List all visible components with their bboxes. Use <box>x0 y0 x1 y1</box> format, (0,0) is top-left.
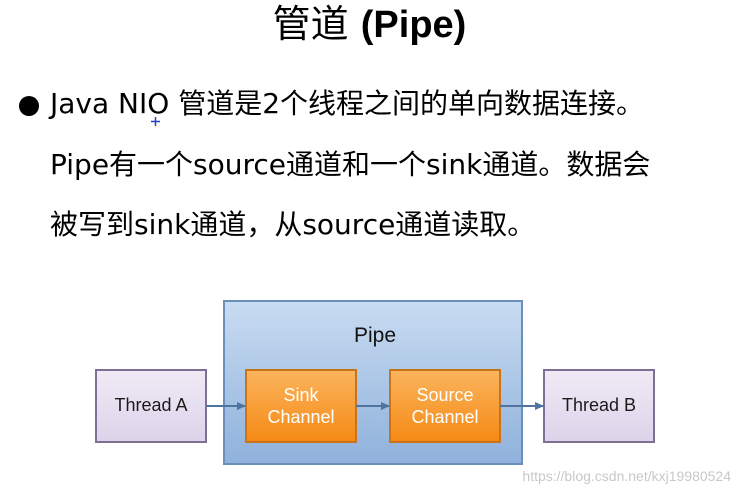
body-text-line-2: Pipe有一个source通道和一个sink通道。数据会 <box>50 148 651 181</box>
body-text-line-3: 被写到sink通道，从source通道读取。 <box>50 208 536 241</box>
thread-b-label: Thread B <box>562 395 636 415</box>
sink-channel-box <box>245 369 357 443</box>
body-text-line-1: Java NIO 管道是2个线程之间的单向数据连接。 <box>50 87 645 120</box>
pipe-diagram: Pipe Thread A Sink Channel Source Channe… <box>95 300 655 465</box>
thread-a-label: Thread A <box>114 395 187 415</box>
source-channel-label-line-1: Source <box>416 385 473 405</box>
source-channel-box <box>389 369 501 443</box>
source-channel-label-line-2: Channel <box>411 407 478 427</box>
bullet-point <box>19 96 39 116</box>
pipe-label: Pipe <box>354 324 396 347</box>
crosshair-cursor-icon <box>151 117 160 126</box>
sink-channel-label-line-1: Sink <box>283 385 319 405</box>
thread-b-box <box>543 369 655 443</box>
thread-a-box <box>95 369 207 443</box>
slide-title: 管道 (Pipe) <box>0 2 739 47</box>
sink-channel-label-line-2: Channel <box>267 407 334 427</box>
title-chinese: 管道 <box>272 2 361 46</box>
title-english: (Pipe) <box>360 4 467 46</box>
watermark-url: https://blog.csdn.net/kxj19980524 <box>522 468 731 484</box>
